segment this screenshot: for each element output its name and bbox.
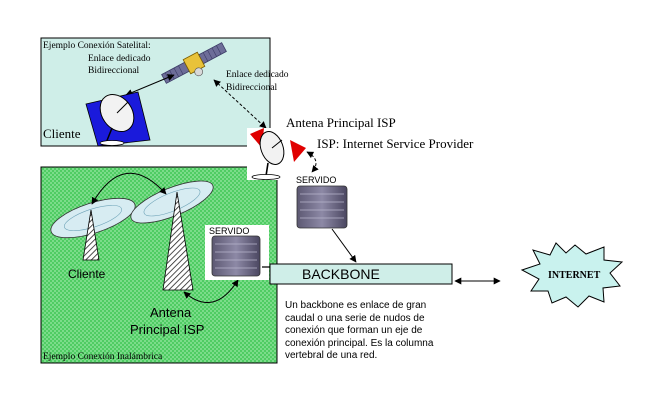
wireless-antenna-label-line-2: Principal ISP bbox=[130, 322, 204, 337]
wireless-client-antenna-icon bbox=[50, 197, 136, 261]
backbone-label: BACKBONE bbox=[302, 266, 380, 282]
satellite-box-title: Ejemplo Conexión Satelital: bbox=[43, 41, 151, 51]
description-line: conexión principal. Es la columna bbox=[285, 337, 434, 349]
description-line: caudal o una serie de nudos de bbox=[285, 312, 425, 324]
uplink-label-line-1: Enlace dedicado bbox=[88, 54, 151, 64]
satellite-client-label: Cliente bbox=[43, 126, 81, 141]
isp-server-icon bbox=[286, 174, 362, 232]
isp-provider-label: ISP: Internet Service Provider bbox=[317, 136, 474, 151]
description-line: conexión que forman un eje de bbox=[285, 325, 423, 336]
isp-server-link bbox=[306, 151, 319, 173]
wireless-isp-antenna-icon bbox=[130, 180, 214, 291]
server-backbone-link bbox=[331, 228, 357, 263]
wireless-server-icon bbox=[205, 225, 269, 280]
wireless-client-label: Cliente bbox=[68, 267, 106, 281]
client-dish-icon bbox=[85, 91, 151, 147]
downlink-label-line-2: Bidireccional bbox=[226, 83, 278, 93]
description-line: Un backbone es enlace de gran bbox=[285, 300, 427, 311]
isp-server-label: SERVIDO bbox=[296, 175, 336, 185]
isp-antenna-label: Antena Principal ISP bbox=[286, 115, 396, 130]
backbone-description: Un backbone es enlace de gran caudal o u… bbox=[285, 300, 463, 363]
wireless-antenna-label-line-1: Antena bbox=[150, 305, 192, 320]
internet-cloud bbox=[520, 242, 624, 308]
isp-main-antenna-icon bbox=[247, 128, 307, 180]
wireless-antenna-link bbox=[91, 172, 167, 205]
internet-label: INTERNET bbox=[548, 270, 601, 281]
downlink-label-line-1: Enlace dedicado bbox=[226, 70, 289, 80]
backbone-box bbox=[269, 263, 453, 285]
satellite-client-link bbox=[125, 74, 175, 96]
wireless-server-label: SERVIDO bbox=[209, 226, 249, 236]
wireless-box-title: Ejemplo Conexión Inalámbrica bbox=[43, 352, 163, 362]
uplink-label-line-2: Bidireccional bbox=[88, 66, 140, 76]
wireless-isp-server-link bbox=[183, 279, 239, 303]
description-line: vertebral de una red. bbox=[285, 350, 378, 361]
satellite-isp-link bbox=[213, 79, 267, 129]
